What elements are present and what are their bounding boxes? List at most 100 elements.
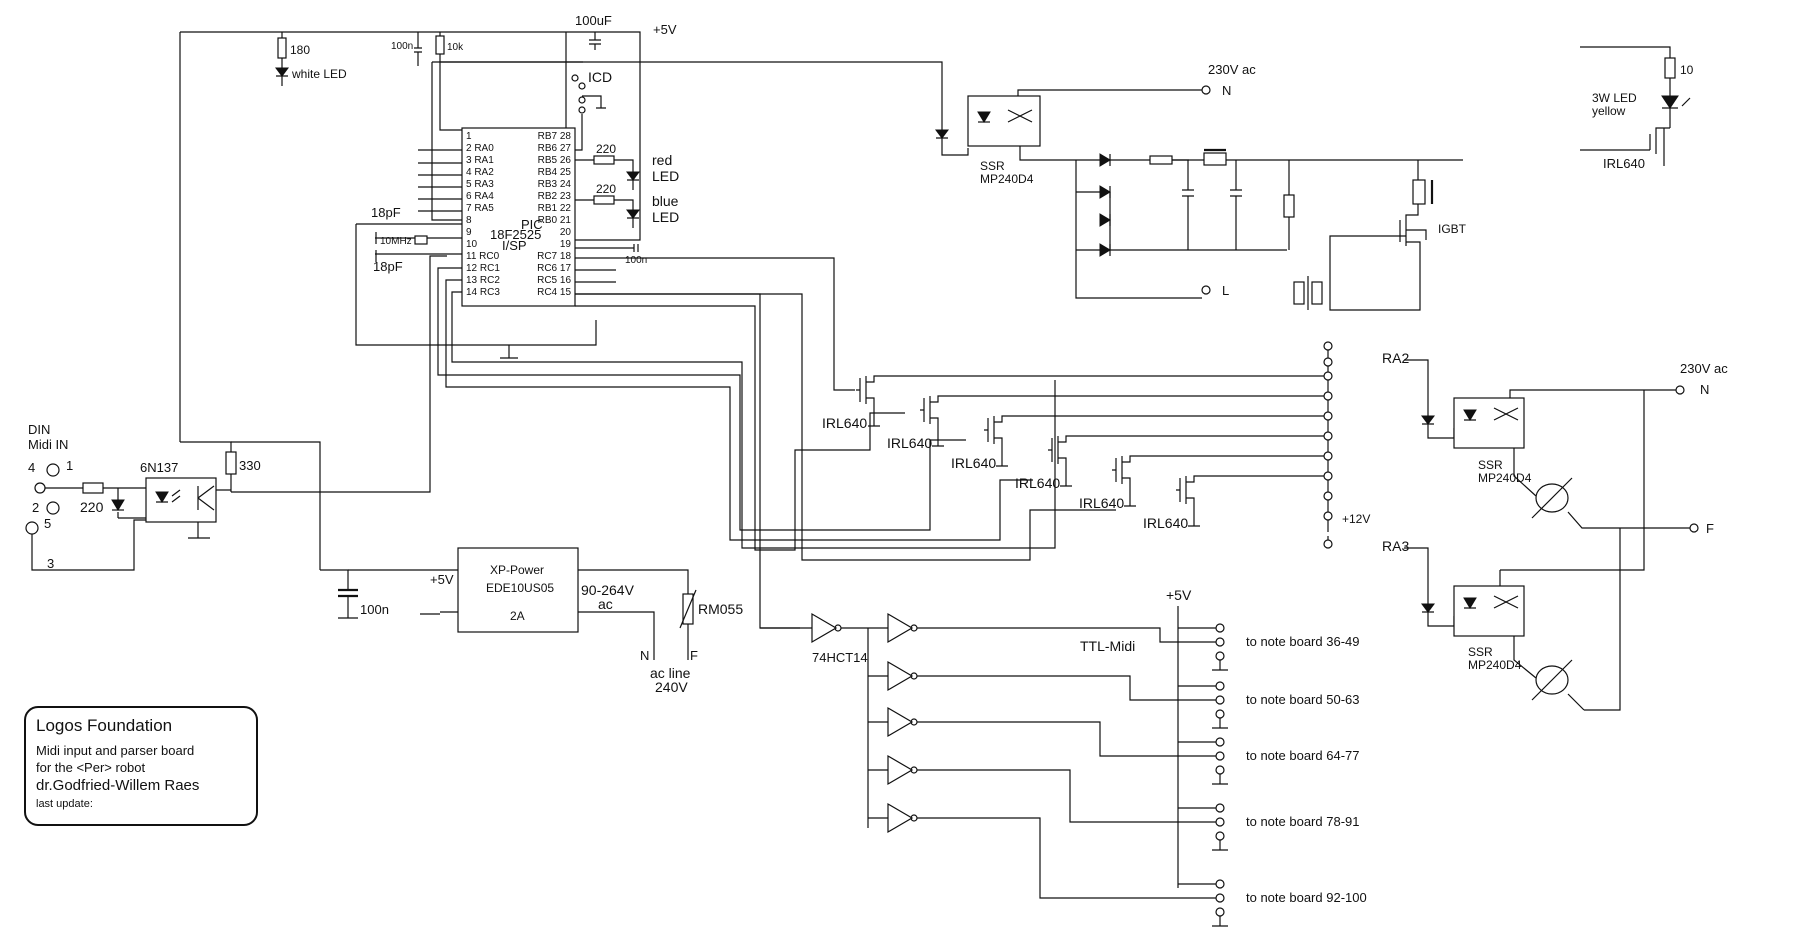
n-top-label: N: [1222, 83, 1231, 98]
terminal-f-right: [1689, 523, 1699, 533]
igbt-coil: [1412, 179, 1426, 205]
note-board-label-3: to note board 64-77: [1246, 748, 1359, 763]
pic-pin-right-24: RB3 24: [538, 179, 572, 190]
midi-in-label: Midi IN: [28, 437, 68, 452]
mosfet-labels: IRL640 IRL640 IRL640 IRL640 IRL640 IRL64…: [822, 415, 1370, 531]
din-pin-2: 2: [32, 500, 39, 515]
resistor-220-blue: [593, 195, 615, 205]
irl640-mosfet-4: [1048, 435, 1324, 487]
resistor-330: [225, 451, 237, 475]
psu-current-label: 2A: [510, 609, 525, 623]
din-pin-4: 4: [28, 460, 35, 475]
din-pin-circle-1: [46, 463, 60, 477]
pic-pin-right-27: RB6 27: [538, 143, 572, 154]
opto-label: 6N137: [140, 460, 178, 475]
ra2-label: RA2: [1382, 350, 1409, 366]
plus5v-ttl-label: +5V: [1166, 587, 1192, 603]
schmitt-inverter-3: [887, 706, 914, 738]
pic-pin-right-16: RC5 16: [537, 275, 571, 286]
protection-diode: [111, 499, 125, 511]
note-board-label-2: to note board 50-63: [1246, 692, 1359, 707]
pic-pin-left-2: 2 RA0: [466, 143, 494, 154]
pic-pin-right-26: RB5 26: [538, 155, 572, 166]
din-pin-circle-4: [34, 482, 46, 494]
plus12v-label: +12V: [1342, 512, 1370, 526]
note-board-label-5: to note board 92-100: [1246, 890, 1367, 905]
irl640-label-4: IRL640: [1015, 475, 1060, 491]
terminal-8: [1323, 471, 1333, 481]
terminal-1: [1323, 341, 1333, 351]
ac230-right-label: 230V ac: [1680, 361, 1728, 376]
ssr-top-label-1: SSR: [980, 159, 1005, 173]
crystal-label: 10MHz: [380, 236, 412, 247]
irl640-label-3: IRL640: [951, 455, 996, 471]
connector-vcc-3: [1215, 737, 1225, 747]
crystal-10mhz: [414, 235, 428, 245]
irl640-label-1: IRL640: [822, 415, 867, 431]
led-3w-label-1: 3W LED: [1592, 91, 1637, 105]
psu-model-label: EDE10US05: [486, 581, 554, 595]
cap-100n-top: [414, 32, 422, 66]
ssr-r2-label-1: SSR: [1468, 645, 1493, 659]
ac-n-label: N: [640, 648, 649, 663]
resistor-220-label: 220: [80, 499, 104, 515]
connector-gnd-4: [1215, 831, 1225, 841]
motor-1: [1535, 483, 1569, 513]
ac230-top-label: 230V ac: [1208, 62, 1256, 77]
connector-gnd-3: [1215, 765, 1225, 775]
pic-support-section: 180 white LED 100n 10k 100uF +5V ICD 18p…: [275, 13, 679, 359]
solenoid-a: [1293, 281, 1305, 305]
schmitt-inverter-1: [887, 612, 914, 644]
connector-vcc-2: [1215, 681, 1225, 691]
l-top-label: L: [1222, 283, 1229, 298]
resistor-220-in: [82, 482, 104, 494]
pic-pin-left-10: 10: [466, 239, 478, 250]
irl640-mosfet-1: [856, 375, 1324, 427]
pic-pin-right-20: 20: [560, 227, 572, 238]
terminal-3: [1323, 371, 1333, 381]
ssr-top: [967, 95, 1041, 147]
n-right-label: N: [1700, 382, 1709, 397]
cap-100uF-label: 100uF: [575, 13, 612, 28]
resistor-bridge: [1149, 155, 1173, 165]
ssr-top-label-2: MP240D4: [980, 172, 1034, 186]
cap-100n-top-label: 100n: [391, 41, 413, 52]
terminal-n-right: [1675, 385, 1685, 395]
terminal-4: [1323, 391, 1333, 401]
irl640-mosfet-2: [920, 395, 1324, 447]
pic-pin-right-18: RC7 18: [537, 251, 571, 262]
connector-data-5: [1215, 893, 1225, 903]
pic-pin-right-28: RB7 28: [538, 131, 572, 142]
pic-pin-right-15: RC4 15: [537, 287, 571, 298]
schmitt-inverter-2: [887, 660, 914, 692]
description-line-2: for the <Per> robot: [36, 760, 146, 775]
title-block: Logos Foundation Midi input and parser b…: [24, 706, 258, 826]
red-led-icon: [626, 171, 640, 181]
pic-pin-left-3: 3 RA1: [466, 155, 494, 166]
ac-line-label-1: ac line: [650, 665, 691, 681]
terminal-2: [1323, 357, 1333, 367]
igbt-label: IGBT: [1438, 222, 1467, 236]
cap-18pf-b-label: 18pF: [373, 259, 403, 274]
solenoid-b: [1311, 281, 1323, 305]
power-supply-module: [457, 547, 579, 633]
connector-data-1: [1215, 637, 1225, 647]
red-led-label-1: red: [652, 152, 672, 168]
pic-pin-left-5: 5 RA3: [466, 179, 494, 190]
resistor-330-label: 330: [239, 458, 261, 473]
pic-pin-right-19: 19: [560, 239, 572, 250]
pic-pin-left-7: 7 RA5: [466, 203, 494, 214]
resistor-10k-label: 10k: [447, 42, 464, 53]
terminal-6: [1323, 431, 1333, 441]
pic-pin-left-11: 11 RC0: [466, 251, 500, 262]
irl640-label-5: IRL640: [1079, 495, 1124, 511]
cap-100n-bottom-label: 100n: [360, 602, 389, 617]
blue-led-label-2: LED: [652, 209, 679, 225]
red-led-label-2: LED: [652, 168, 679, 184]
schmitt-inverter-5: [887, 802, 914, 834]
psu-in-label-1: 90-264V: [581, 582, 635, 598]
terminal-10: [1323, 511, 1333, 521]
schmitt-inverter-4: [887, 754, 914, 786]
midi-input-section: DIN Midi IN 4 1 2 5 3 220 6N137 330: [25, 31, 566, 571]
